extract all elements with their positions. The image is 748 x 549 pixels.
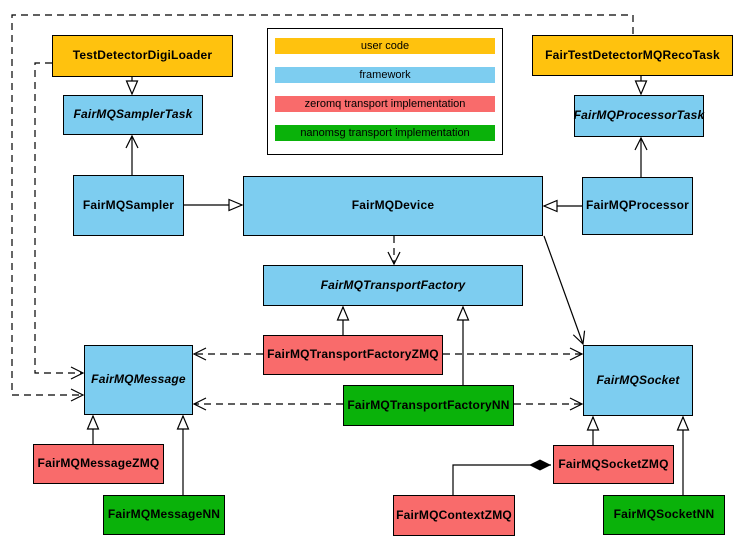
class-node-fairmqsocketnn: FairMQSocketNN — [603, 495, 725, 535]
class-node-fairmqsamplertask: FairMQSamplerTask — [63, 95, 203, 135]
legend-item-user: user code — [275, 38, 495, 54]
legend-item-zeromq: zeromq transport implementation — [275, 96, 495, 112]
class-node-fairmqprocessor: FairMQProcessor — [582, 177, 693, 235]
class-node-fairmqtransportfactoryzmq: FairMQTransportFactoryZMQ — [263, 335, 443, 375]
legend-item-nanomsg: nanomsg transport implementation — [275, 125, 495, 141]
edge-digiloader-uses-message — [34, 62, 85, 380]
class-node-fairmqmessage: FairMQMessage — [84, 345, 193, 415]
class-node-fairmqdevice: FairMQDevice — [243, 176, 543, 236]
class-node-fairmqsocket: FairMQSocket — [583, 345, 693, 416]
class-node-fairmqsampler: FairMQSampler — [73, 175, 184, 236]
edge-recotask-uses-message — [11, 14, 634, 402]
class-node-fairmqprocessortask: FairMQProcessorTask — [574, 95, 704, 137]
class-node-fairmqmessagezmq: FairMQMessageZMQ — [33, 444, 164, 484]
legend-item-framework: framework — [275, 67, 495, 83]
class-node-testdetectordigiloader: TestDetectorDigiLoader — [52, 35, 233, 77]
edge-socketzmq-owns-contextzmq — [452, 459, 551, 495]
class-node-fairmqcontextzmq: FairMQContextZMQ — [393, 495, 515, 536]
class-node-fairtestdetectormqrecotask: FairTestDetectorMQRecoTask — [532, 35, 733, 76]
class-node-fairmqsocketzmq: FairMQSocketZMQ — [553, 445, 674, 484]
class-node-fairmqmessagenn: FairMQMessageNN — [103, 495, 225, 535]
class-node-fairmqtransportfactory: FairMQTransportFactory — [263, 265, 523, 306]
legend-box: user code framework zeromq transport imple… — [267, 28, 503, 155]
edge-device-uses-socket — [543, 235, 586, 346]
class-node-fairmqtransportfactorynn: FairMQTransportFactoryNN — [343, 385, 514, 426]
